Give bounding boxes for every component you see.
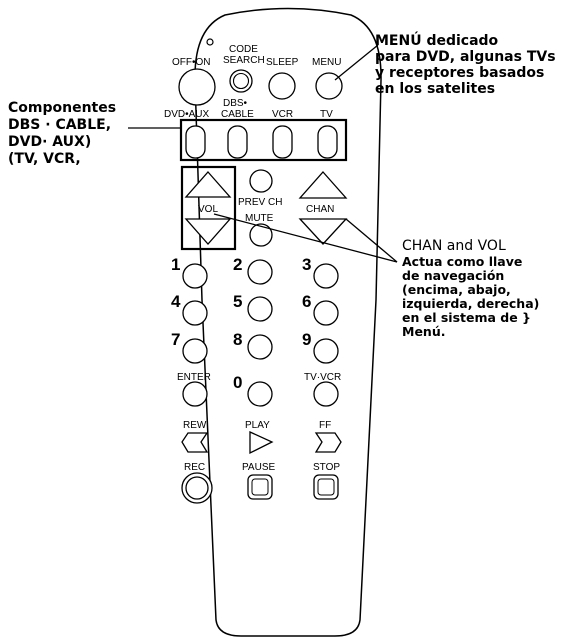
pause-button-inner <box>251 478 269 496</box>
rew-label: REW <box>183 420 207 431</box>
chan-vol-annotation-title: CHAN and VOL <box>402 238 506 254</box>
dvd-aux-button[interactable] <box>185 125 206 159</box>
components-annotation-line: DBS · CABLE, <box>8 117 112 133</box>
dbs-cable-button[interactable] <box>227 125 248 159</box>
tv-label: TV <box>320 109 333 120</box>
digit-4-button[interactable] <box>182 300 208 326</box>
stop-button[interactable] <box>313 474 339 500</box>
chan-callout-line <box>345 218 398 263</box>
digit-1-button[interactable] <box>182 263 208 289</box>
menu-label: MENU <box>312 57 341 68</box>
digit-8-button[interactable] <box>247 334 273 360</box>
vcr-label: VCR <box>272 109 293 120</box>
digit-0-button[interactable] <box>247 381 273 407</box>
indicator-led <box>206 38 214 46</box>
stop-label: STOP <box>313 462 340 473</box>
enter-button[interactable] <box>182 381 208 407</box>
components-annotation-line: DVD· AUX) <box>8 134 92 150</box>
digit-3-label: 3 <box>302 255 311 274</box>
chan-up-button[interactable] <box>298 171 348 199</box>
tv-vcr-label: TV·VCR <box>304 372 341 383</box>
components-annotation: Componentes DBS · CABLE, DVD· AUX) (TV, … <box>8 100 116 168</box>
mute-button[interactable] <box>249 223 273 247</box>
digit-2-button[interactable] <box>247 259 273 285</box>
enter-label: ENTER <box>177 372 211 383</box>
sleep-label: SLEEP <box>266 57 299 68</box>
menu-annotation-line: MENÚ dedicado <box>375 33 499 49</box>
tv-vcr-button[interactable] <box>313 381 339 407</box>
vcr-button[interactable] <box>272 125 293 159</box>
chan-label: CHAN <box>306 204 334 215</box>
chan-down-button[interactable] <box>298 218 348 245</box>
digit-9-label: 9 <box>302 330 311 349</box>
code-search-button-inner <box>232 72 250 90</box>
menu-callout-line <box>334 44 379 81</box>
sleep-button[interactable] <box>268 72 296 100</box>
off-on-label: OFF•ON <box>172 57 211 68</box>
components-annotation-line: Componentes <box>8 100 117 116</box>
menu-annotation: MENÚ dedicado para DVD, algunas TVs y re… <box>375 33 556 97</box>
vol-callout-line <box>213 213 398 263</box>
pause-button[interactable] <box>247 474 273 500</box>
dbs-label: DBS• <box>223 98 248 109</box>
tv-button[interactable] <box>317 125 338 159</box>
play-button[interactable] <box>249 430 274 455</box>
ff-button[interactable] <box>314 432 342 453</box>
vol-up-button[interactable] <box>184 171 232 198</box>
vol-label: VOL <box>198 204 218 215</box>
prev-ch-label: PREV CH <box>238 197 282 208</box>
rew-button[interactable] <box>181 432 209 453</box>
digit-0-label: 0 <box>233 373 242 392</box>
chan-vol-annotation-line: Actua como llave <box>402 254 523 269</box>
vol-group-box <box>180 165 237 251</box>
digit-5-button[interactable] <box>247 296 273 322</box>
dvd-aux-label: DVD•AUX <box>164 109 210 120</box>
code-label: CODE <box>229 44 258 55</box>
chan-vol-annotation-line: en el sistema de } <box>402 310 531 325</box>
rec-button-inner <box>185 476 209 500</box>
chan-vol-annotation: CHAN and VOL Actua como llave de navegac… <box>402 237 539 339</box>
play-label: PLAY <box>245 420 270 431</box>
components-annotation-line: (TV, VCR, <box>8 151 81 167</box>
chan-vol-annotation-line: de navegación <box>402 268 505 283</box>
digit-9-button[interactable] <box>313 338 339 364</box>
pause-label: PAUSE <box>242 462 275 473</box>
digit-6-label: 6 <box>302 292 311 311</box>
prev-ch-button[interactable] <box>249 169 273 193</box>
ff-label: FF <box>319 420 331 431</box>
mode-group-box <box>179 118 348 162</box>
digit-2-label: 2 <box>233 255 242 274</box>
chan-vol-annotation-line: (encima, abajo, <box>402 282 511 297</box>
digit-5-label: 5 <box>233 292 242 311</box>
digit-7-label: 7 <box>171 330 180 349</box>
off-on-button[interactable] <box>178 68 216 106</box>
digit-1-label: 1 <box>171 255 180 274</box>
stop-button-inner <box>317 478 335 496</box>
search-label: SEARCH <box>223 55 265 66</box>
vol-down-button[interactable] <box>184 218 232 245</box>
chan-vol-annotation-line: Menú. <box>402 324 446 339</box>
digit-7-button[interactable] <box>182 338 208 364</box>
digit-6-button[interactable] <box>313 300 339 326</box>
rec-label: REC <box>184 462 205 473</box>
menu-annotation-line: y receptores basados <box>375 65 545 81</box>
cable-label: CABLE <box>221 109 254 120</box>
digit-8-label: 8 <box>233 330 242 349</box>
digit-3-button[interactable] <box>313 263 339 289</box>
digit-4-label: 4 <box>171 292 181 311</box>
menu-annotation-line: en los satelites <box>375 81 496 97</box>
menu-annotation-line: para DVD, algunas TVs <box>375 49 556 65</box>
mute-label: MUTE <box>245 213 274 224</box>
chan-vol-annotation-line: izquierda, derecha) <box>402 296 540 311</box>
